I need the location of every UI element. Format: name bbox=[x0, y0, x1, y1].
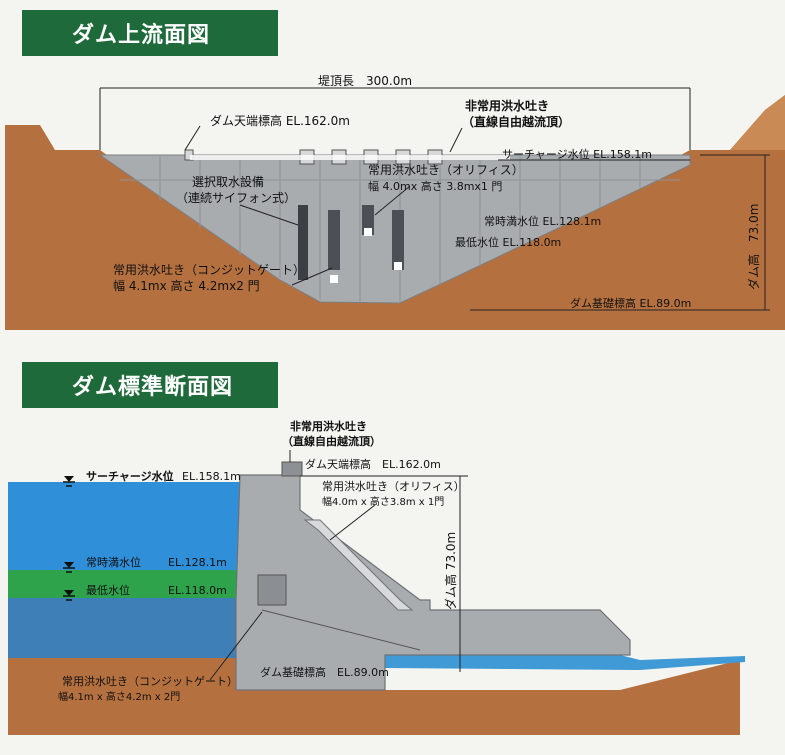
section-emergency-spillway-1: 非常用洪水吐き bbox=[290, 419, 367, 433]
upstream-surcharge-level: サーチャージ水位 EL.158.1m bbox=[502, 147, 652, 161]
section-soil bbox=[8, 658, 740, 735]
section-min-label: 最低水位 bbox=[86, 583, 130, 597]
section-crest-elevation: ダム天端標高 EL.162.0m bbox=[305, 457, 441, 471]
upstream-title: ダム上流面図 bbox=[22, 10, 278, 56]
upstream-conduit-2: 幅 4.1mx 高さ 4.2mx2 門 bbox=[113, 278, 260, 293]
upstream-dam-height: ダム高 73.0m bbox=[746, 204, 761, 290]
intake-label-1: 選択取水設備 bbox=[192, 174, 264, 189]
upstream-conduit-1: 常用洪水吐き（コンジットゲート） bbox=[113, 263, 305, 277]
section-conduit-1: 常用洪水吐き（コンジットゲート） bbox=[62, 674, 238, 688]
section-height-dimension bbox=[300, 475, 468, 672]
gate-light-2 bbox=[394, 262, 402, 270]
section-surcharge-label: サーチャージ水位 bbox=[86, 469, 174, 483]
conduit-line bbox=[261, 609, 421, 651]
section-title: ダム標準断面図 bbox=[22, 362, 278, 408]
spillway-steps bbox=[303, 519, 414, 611]
section-foundation: ダム基礎標高 EL.89.0m bbox=[260, 665, 389, 679]
water-level-triangles bbox=[64, 476, 74, 596]
upstream-min-level: 最低水位 EL.118.0m bbox=[455, 235, 561, 249]
reservoir-green bbox=[8, 570, 246, 598]
crest-block bbox=[281, 461, 303, 477]
upstream-soil bbox=[5, 95, 785, 330]
intake-tower bbox=[298, 205, 308, 280]
section-normal-label: 常時満水位 bbox=[86, 555, 141, 569]
upstream-foundation: ダム基礎標高 EL.89.0m bbox=[570, 296, 691, 310]
section-orifice-1: 常用洪水吐き（オリフィス） bbox=[322, 479, 465, 493]
section-min-value: EL.118.0m bbox=[168, 584, 227, 597]
upstream-emergency-spillway-1: 非常用洪水吐き bbox=[465, 98, 549, 113]
section-gallery bbox=[257, 574, 287, 606]
reservoir-lower bbox=[8, 598, 238, 658]
conduit-gate-right bbox=[392, 210, 404, 270]
section-normal-value: EL.128.1m bbox=[168, 556, 227, 569]
gate-light-3 bbox=[364, 228, 372, 236]
downstream-water bbox=[385, 655, 745, 670]
conduit-gate-left bbox=[328, 210, 340, 270]
upstream-emergency-spillway-2: （直線自由越流頂） bbox=[462, 114, 570, 129]
section-orifice-2: 幅4.0m x 高さ3.8m x 1門 bbox=[322, 495, 444, 508]
section-emergency-spillway-2: （直線自由越流頂） bbox=[282, 434, 381, 448]
upstream-normal-level: 常時満水位 EL.128.1m bbox=[484, 214, 601, 228]
crest-length-label: 堤頂長 300.0m bbox=[318, 74, 412, 88]
upstream-orifice-1: 常用洪水吐き（オリフィス） bbox=[368, 163, 524, 177]
reservoir-blue bbox=[8, 482, 246, 570]
upstream-leaders bbox=[184, 125, 690, 286]
intake-label-2: （連続サイフォン式） bbox=[176, 191, 296, 205]
right-hill-shade bbox=[730, 95, 785, 150]
crest-rail bbox=[190, 155, 510, 160]
crest-length-dimension bbox=[99, 87, 691, 150]
section-surcharge-value: EL.158.1m bbox=[182, 470, 241, 483]
gate-light-1 bbox=[330, 275, 338, 283]
orifice-gate bbox=[362, 205, 374, 235]
section-conduit-2: 幅4.1m x 高さ4.2m x 2門 bbox=[58, 690, 180, 703]
dam-height-dimension bbox=[470, 154, 770, 311]
section-leaders bbox=[209, 450, 376, 681]
upstream-orifice-2: 幅 4.0mx 高さ 3.8mx1 門 bbox=[368, 179, 502, 193]
section-dam-height: ダム高 73.0m bbox=[443, 532, 458, 610]
upstream-crest-elevation: ダム天端標高 EL.162.0m bbox=[210, 113, 350, 128]
